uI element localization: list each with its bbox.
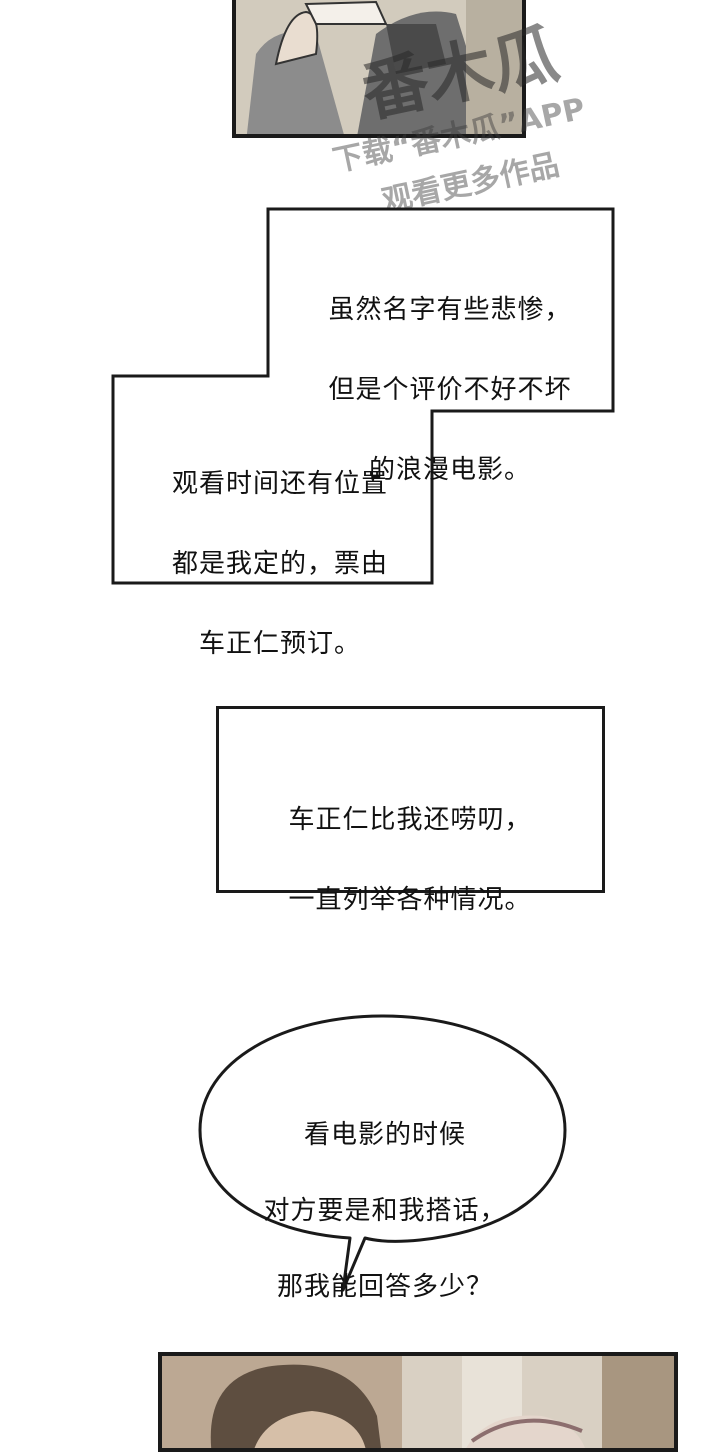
narration-2-line: 观看时间还有位置 [171, 469, 388, 499]
speech-line: 那我能回答多少？ [276, 1272, 493, 1302]
narration-3-text: 车正仁比我还唠叨， 一直列举各种情况。 [230, 760, 590, 960]
narration-box-outline [111, 207, 615, 585]
narration-1-text: 虽然名字有些悲惨， 但是个评价不好不坏 的浪漫电影。 [300, 250, 600, 530]
speech-line: 看电影的时候 [303, 1120, 466, 1150]
speech-bubble-text: 看电影的时候 对方要是和我搭话， 那我能回答多少？ [230, 1078, 540, 1344]
speech-bubble-outline [198, 1014, 567, 1292]
top-panel-illustration [236, 0, 522, 134]
speech-bubble [198, 1014, 567, 1292]
top-comic-panel [232, 0, 526, 138]
bottom-panel-illustration [162, 1356, 674, 1448]
narration-1-line: 但是个评价不好不坏 [328, 375, 572, 405]
speech-line: 对方要是和我搭话， [263, 1196, 507, 1226]
narration-2-line: 车正仁预订。 [198, 629, 361, 659]
narration-2-text: 观看时间还有位置 都是我定的，票由 车正仁预订。 [150, 424, 410, 704]
bottom-comic-panel [158, 1352, 678, 1452]
narration-2-line: 都是我定的，票由 [171, 549, 388, 579]
narration-box-stepped [111, 207, 615, 585]
narration-box-3 [216, 706, 605, 893]
narration-3-line: 一直列举各种情况。 [288, 885, 532, 915]
narration-1-line: 的浪漫电影。 [368, 455, 531, 485]
narration-1-line: 虽然名字有些悲惨， [328, 295, 572, 325]
narration-3-line: 车正仁比我还唠叨， [288, 805, 532, 835]
